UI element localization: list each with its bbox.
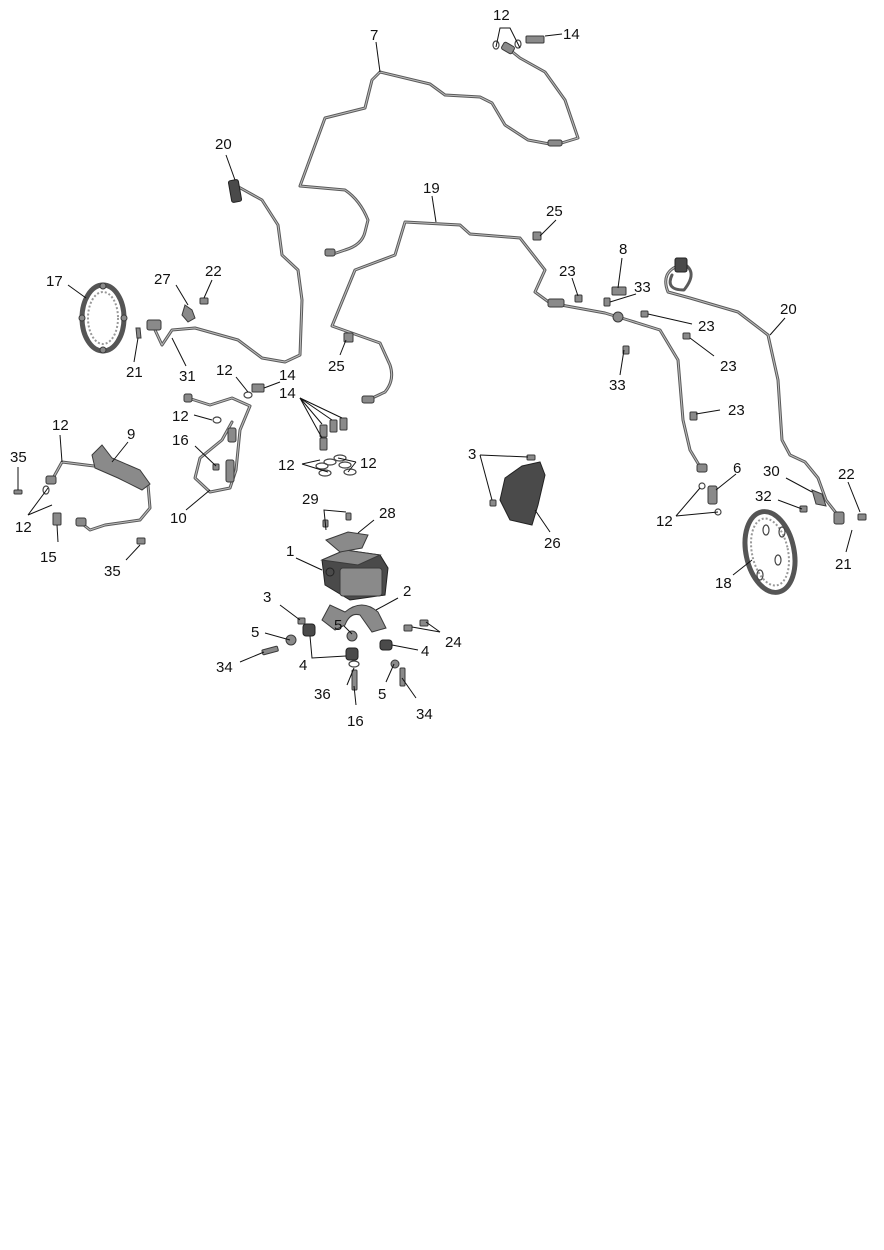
- callout-33: 33: [634, 279, 651, 296]
- callout-33: 33: [609, 377, 626, 394]
- callout-5: 5: [334, 617, 342, 634]
- sensor-21-front: [135, 327, 142, 339]
- callout-23: 23: [720, 358, 737, 375]
- bracket-9: [91, 444, 151, 491]
- callout-29: 29: [302, 491, 319, 508]
- callout-6: 6: [733, 460, 741, 477]
- callout-5: 5: [251, 624, 259, 641]
- callout-12: 12: [656, 513, 673, 530]
- callout-14: 14: [279, 367, 296, 384]
- callout-11: 12: [52, 417, 69, 434]
- callout-24: 24: [445, 634, 462, 651]
- brake-pipe-19: [330, 220, 708, 473]
- callout-12: 12: [15, 519, 32, 536]
- callout-25: 25: [546, 203, 563, 220]
- callout-23: 23: [698, 318, 715, 335]
- callout-21: 21: [126, 364, 143, 381]
- callout-1: 1: [286, 543, 294, 560]
- callout-9: 9: [127, 426, 135, 443]
- abs-sensor-cable-20-rear: [664, 257, 845, 525]
- callout-2: 2: [403, 583, 411, 600]
- callout-13: 14: [279, 385, 296, 402]
- callout-34: 34: [416, 706, 433, 723]
- callout-16: 16: [347, 713, 364, 730]
- sensor-30-rear: [811, 489, 827, 507]
- leader-lines: [17, 27, 861, 706]
- abs-modulator-1: [320, 549, 389, 601]
- callout-labels: 7 12 14 20 19 25 8 23 33 23 23 23 33 20 …: [10, 7, 855, 730]
- abs-sensor-cable-20-front: [146, 179, 304, 364]
- callout-23: 23: [559, 263, 576, 280]
- callout-12: 12: [493, 7, 510, 24]
- mounting-bracket-2: [321, 604, 387, 633]
- callout-36: 36: [314, 686, 331, 703]
- callout-19: 19: [423, 180, 440, 197]
- callout-17: 17: [46, 273, 63, 290]
- callout-23: 23: [728, 402, 745, 419]
- callout-12: 12: [278, 457, 295, 474]
- callout-30: 30: [763, 463, 780, 480]
- clip-27: [181, 304, 196, 323]
- callout-5: 5: [378, 686, 386, 703]
- callout-22: 22: [205, 263, 222, 280]
- callout-31: 31: [179, 368, 196, 385]
- callout-12: 12: [172, 408, 189, 425]
- brake-pipe-10: [183, 393, 252, 494]
- callout-18: 18: [715, 575, 732, 592]
- callout-22: 22: [838, 466, 855, 483]
- callout-15: 16: [172, 432, 189, 449]
- brake-pipe-7: [298, 41, 580, 257]
- callout-32: 32: [755, 488, 772, 505]
- abs-reluctor-ring-17: [78, 282, 128, 354]
- mounting-bracket-26: [499, 461, 546, 526]
- abs-reluctor-ring-18: [742, 509, 798, 595]
- callout-14: 14: [563, 26, 580, 43]
- callout-25: 25: [328, 358, 345, 375]
- callout-35: 35: [10, 449, 27, 466]
- callout-3: 3: [263, 589, 271, 606]
- callout-27: 27: [154, 271, 171, 288]
- callout-8: 8: [619, 241, 627, 258]
- brake-pipe-11: [45, 460, 152, 532]
- callout-34: 34: [216, 659, 233, 676]
- fasteners: [13, 35, 867, 691]
- callout-35: 35: [104, 563, 121, 580]
- callout-14: 15: [40, 549, 57, 566]
- callout-12: 12: [216, 362, 233, 379]
- callout-20: 20: [215, 136, 232, 153]
- callout-10: 10: [170, 510, 187, 527]
- callout-26: 26: [544, 535, 561, 552]
- callout-21: 21: [835, 556, 852, 573]
- callout-4: 4: [299, 657, 307, 674]
- callout-28: 28: [379, 505, 396, 522]
- gasket-28: [325, 531, 369, 553]
- callout-20: 20: [780, 301, 797, 318]
- callout-3: 3: [468, 446, 476, 463]
- callout-12: 12: [360, 455, 377, 472]
- callout-4: 4: [421, 643, 429, 660]
- callout-7: 7: [370, 27, 378, 44]
